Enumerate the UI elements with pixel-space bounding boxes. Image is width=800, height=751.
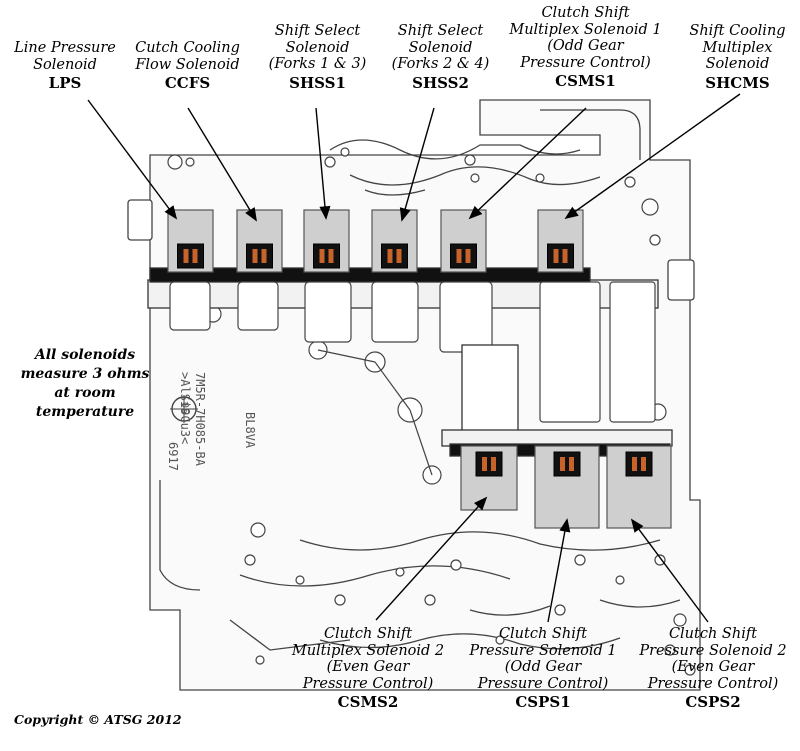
date-code-text: 06	[179, 402, 190, 415]
arrowhead-ccfs	[245, 207, 257, 222]
arrowhead-csms2	[474, 496, 488, 511]
connector-pin-lps	[183, 249, 189, 263]
solenoid-body-shss1	[303, 209, 350, 273]
upper-valve-bores	[169, 281, 656, 423]
connector-pin-csms1	[456, 249, 462, 263]
solenoids	[167, 209, 672, 529]
connector-pin-shss1	[328, 249, 334, 263]
connector-pin-lps	[192, 249, 198, 263]
callout-shss1-code: SHSS1	[289, 73, 346, 92]
arrowhead-csps2	[630, 518, 644, 533]
connector-pin-shss2	[387, 249, 393, 263]
arrowhead-csms1	[468, 205, 483, 220]
solenoid-lps	[167, 209, 214, 273]
callout-csms2-desc: Clutch Shift Multiplex Solenoid 2 (Even …	[291, 626, 445, 692]
date-code-stamp	[170, 395, 198, 423]
connector-pin-shss1	[319, 249, 325, 263]
solenoid-shss2	[371, 209, 418, 273]
batch-code-text: BL8VA	[243, 412, 257, 449]
leader-csms2	[375, 496, 488, 621]
connector-shss1	[313, 243, 340, 269]
callout-csps1-desc: Clutch Shift Pressure Solenoid 1 (Odd Ge…	[469, 626, 617, 692]
leader-shss1	[315, 107, 331, 220]
callout-csps1-code: CSPS1	[515, 693, 571, 711]
leader-csms1	[468, 107, 587, 220]
arrowhead-lps	[164, 205, 178, 220]
connector-shss2	[381, 243, 408, 269]
callout-csps2-code: CSPS2	[685, 693, 741, 711]
connector-pin-csps1	[569, 457, 574, 471]
callout-shss1: Shift Select Solenoid (Forks 1 & 3) SHSS…	[260, 23, 375, 92]
solenoid-csms1	[440, 209, 487, 273]
arrowhead-shss1	[319, 205, 331, 220]
callout-csms2: Clutch Shift Multiplex Solenoid 2 (Even …	[283, 626, 453, 711]
callout-csps2-desc: Clutch Shift Pressure Solenoid 2 (Even G…	[639, 626, 787, 692]
callout-lps-desc: Line Pressure Solenoid	[14, 40, 116, 73]
callout-csps1: Clutch Shift Pressure Solenoid 1 (Odd Ge…	[458, 626, 628, 711]
connector-pin-ccfs	[261, 249, 267, 263]
callout-shcms-code: SHCMS	[705, 73, 770, 92]
part-marking-c: 6917	[165, 442, 195, 471]
leader-lps	[87, 99, 178, 220]
callout-ccfs: Cutch Cooling Flow Solenoid CCFS	[125, 40, 250, 92]
connector-pin-csps2	[641, 457, 646, 471]
part-number-text: 7M5R-7H085-BA	[193, 372, 207, 466]
connector-csms2	[475, 451, 503, 477]
solenoid-shss1	[303, 209, 350, 273]
connector-pin-shcms	[553, 249, 559, 263]
connector-csps2	[625, 451, 653, 477]
callout-shss2: Shift Select Solenoid (Forks 2 & 4) SHSS…	[383, 23, 498, 92]
callout-lps-code: LPS	[48, 74, 82, 92]
leader-shss2	[399, 107, 435, 222]
connector-pin-shss2	[396, 249, 402, 263]
connector-ccfs	[246, 243, 273, 269]
connector-shcms	[547, 243, 574, 269]
connector-pin-csms1	[465, 249, 471, 263]
leader-ccfs	[187, 107, 257, 222]
connector-pin-csms2	[491, 457, 496, 471]
solenoid-csms2	[460, 445, 518, 511]
callout-shcms: Shift Cooling Multiplex Solenoid SHCMS	[680, 23, 795, 92]
connector-pin-shcms	[562, 249, 568, 263]
arrowhead-shss2	[399, 207, 411, 222]
callout-ccfs-code: CCFS	[164, 74, 211, 92]
leader-shcms	[564, 93, 741, 220]
callout-shcms-desc: Shift Cooling Multiplex Solenoid	[689, 23, 786, 72]
solenoid-csps2	[606, 445, 672, 529]
resistance-note: All solenoids measure 3 ohms at room tem…	[20, 347, 150, 420]
arrowhead-csps1	[559, 518, 571, 533]
callout-csms1: Clutch Shift Multiplex Solenoid 1 (Odd G…	[498, 5, 673, 90]
callout-csms1-code: CSMS1	[555, 72, 616, 90]
connector-pin-csms2	[482, 457, 487, 471]
solenoid-ccfs	[236, 209, 283, 273]
connector-pin-csps2	[632, 457, 637, 471]
leader-csps2	[630, 518, 709, 623]
callout-shss1-desc: Shift Select Solenoid (Forks 1 & 3)	[268, 23, 367, 72]
plate-holes	[167, 147, 696, 676]
leader-lines	[87, 93, 741, 623]
copyright: Copyright © ATSG 2012	[14, 712, 182, 727]
callout-shss2-desc: Shift Select Solenoid (Forks 2 & 4)	[391, 23, 490, 72]
part-marking-b: BL8VA	[242, 412, 272, 448]
arrowhead-shcms	[564, 206, 579, 220]
connector-lps	[177, 243, 204, 269]
callout-csms2-code: CSMS2	[337, 693, 399, 711]
callout-shss2-code: SHSS2	[412, 73, 469, 92]
solenoid-shcms	[537, 209, 584, 273]
connector-pin-csps1	[560, 457, 565, 471]
serial-text: 6917	[166, 442, 180, 471]
callout-lps: Line Pressure Solenoid LPS	[10, 40, 120, 92]
connector-pin-ccfs	[252, 249, 258, 263]
callout-csms1-desc: Clutch Shift Multiplex Solenoid 1 (Odd G…	[509, 5, 662, 71]
solenoid-csps1	[534, 445, 600, 529]
callout-ccfs-desc: Cutch Cooling Flow Solenoid	[135, 40, 240, 73]
leader-csps1	[547, 518, 571, 623]
connector-csms1	[450, 243, 477, 269]
callout-csps2: Clutch Shift Pressure Solenoid 2 (Even G…	[628, 626, 798, 711]
connector-csps1	[553, 451, 581, 477]
